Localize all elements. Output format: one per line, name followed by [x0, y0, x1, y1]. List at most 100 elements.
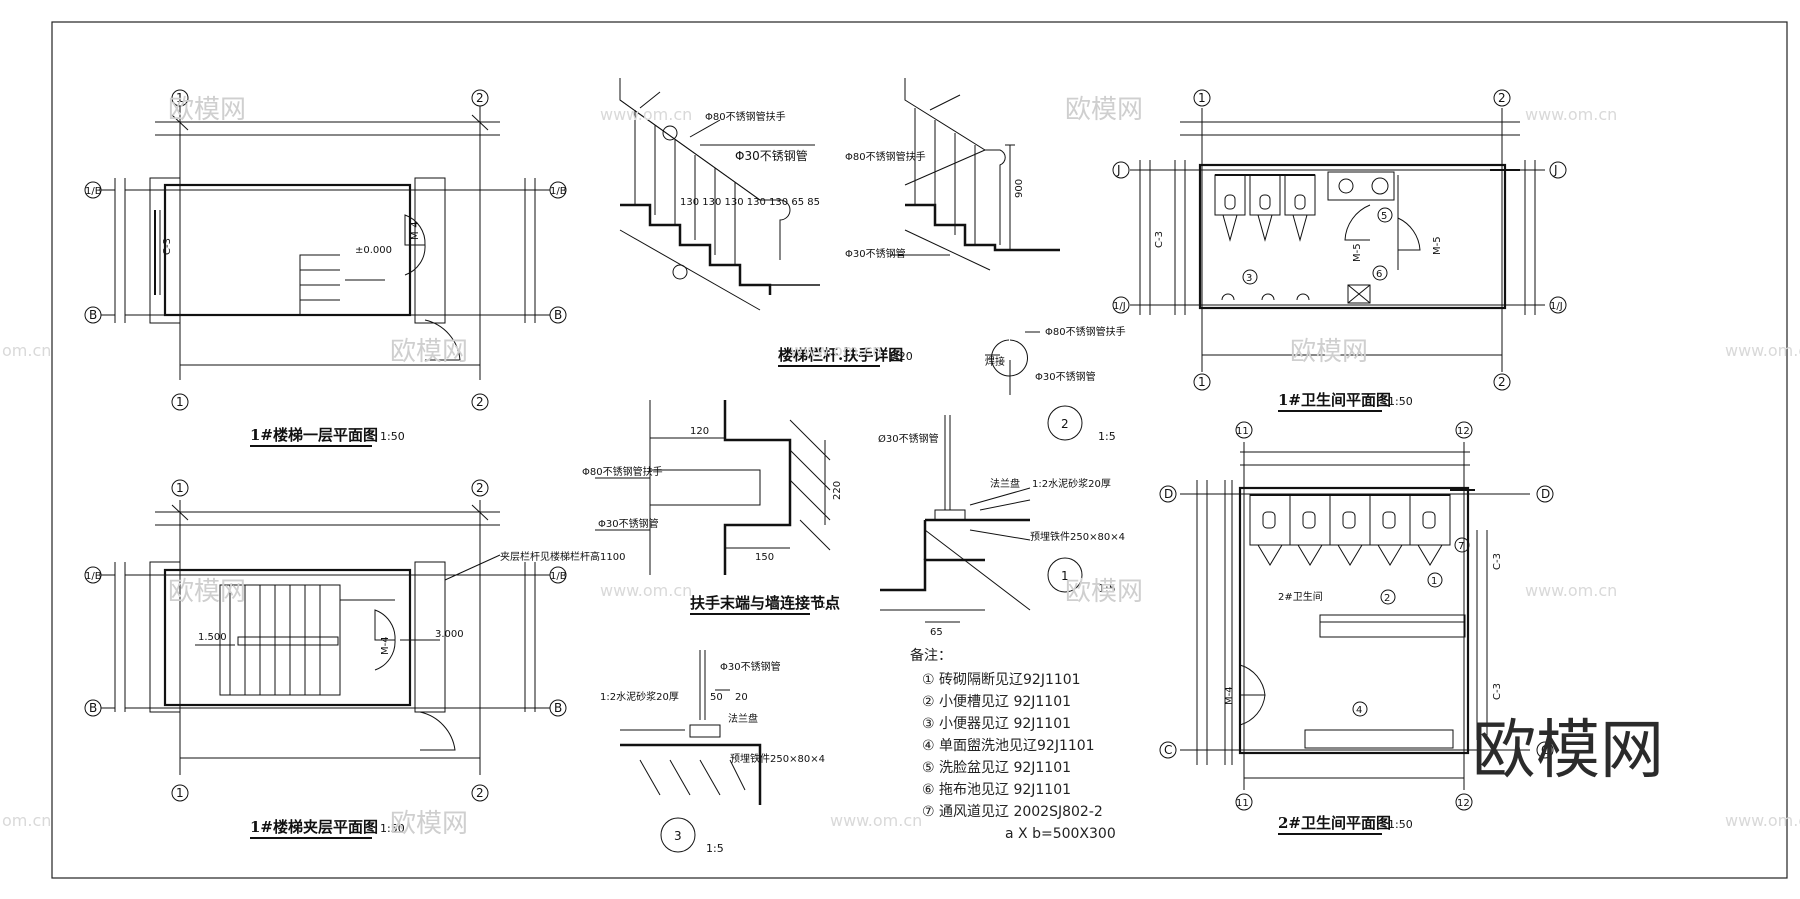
window-c3-ground: C-3	[162, 238, 173, 255]
watermark-cn-4: 欧模网	[390, 809, 468, 839]
dim-150: 150	[755, 552, 774, 563]
axis-2-wc1-bottom: 2	[1498, 375, 1506, 389]
note-2: ② 小便槽见辽 92J1101	[922, 694, 1071, 710]
callout-5-wc1: 5	[1381, 211, 1387, 222]
notes-heading: 备注：	[910, 647, 952, 664]
label-pipe80-section: Φ80不锈钢管扶手	[1045, 325, 1126, 338]
railing-detail-a	[619, 78, 820, 311]
watermark-url-3: www.om.cn	[790, 341, 882, 360]
title-handrail-wall: 扶手末端与墙连接节点	[690, 594, 840, 612]
note-3: ③ 小便器见辽 92J1101	[922, 716, 1071, 732]
axis-1-top: 1	[176, 91, 184, 105]
axis-1j-left: 1/J	[1113, 301, 1126, 312]
axis-1j-right: 1/J	[1550, 301, 1563, 312]
watermark-url-left-1: om.cn	[2, 341, 51, 360]
handrail-wall-node	[595, 400, 831, 575]
label-plate-node3: 预埋铁件250×80×4	[730, 752, 825, 765]
window-c3-wc1: C-3	[1154, 231, 1165, 248]
axis-11-top: 11	[1236, 426, 1249, 437]
watermark-cn-5: 欧模网	[1065, 95, 1143, 125]
watermark-cn-7: 欧模网	[1065, 577, 1143, 607]
axis-12-bottom: 12	[1457, 798, 1470, 809]
label-height-900: 900	[1014, 179, 1025, 198]
node-1-detail	[880, 415, 1083, 623]
title-wc2: 2#卫生间平面图	[1278, 814, 1391, 832]
axis-2-bottom: 2	[476, 395, 484, 409]
axis-2-mezz-top: 2	[476, 481, 484, 495]
wc2-plan	[1159, 421, 1554, 811]
brand-logo-text: 欧模网	[1472, 714, 1664, 788]
label-pipe80-a: Φ80不锈钢管扶手	[705, 110, 786, 123]
axis-1b-right: 1/B	[550, 186, 567, 197]
label-pipe30-a: Φ30不锈钢管	[735, 148, 808, 163]
watermark-url-7: www.om.cn	[1725, 341, 1800, 360]
axis-b-mezz-right: B	[554, 701, 562, 715]
door-m5-b: M-5	[1432, 236, 1443, 255]
notes-block: 备注： ① 砖砌隔断见辽92J1101 ② 小便槽见辽 92J1101 ③ 小便…	[910, 647, 1116, 842]
watermark-url-6: www.om.cn	[830, 811, 922, 830]
note-6: ⑥ 拖布池见辽 92J1101	[922, 782, 1071, 798]
window-c3-wc2-b: C-3	[1492, 683, 1503, 700]
axis-1b-left: 1/B	[85, 186, 102, 197]
callout-2-wc2: 2	[1384, 593, 1390, 604]
axis-1b-mezz-right: 1/B	[550, 571, 567, 582]
callout-1-wc2: 1	[1431, 576, 1437, 587]
label-plate-node1: 预埋铁件250×80×4	[1030, 530, 1125, 543]
axis-j-left: J	[1116, 163, 1121, 177]
axis-d-right: D	[1541, 487, 1550, 501]
label-pipe30-b: Φ30不锈钢管	[845, 247, 906, 260]
label-pipe30-node1: Ø30不锈钢管	[878, 432, 939, 445]
node-3-detail	[620, 650, 762, 853]
label-weld: 焊接	[985, 355, 1005, 368]
scale-node-1: 1:5	[1098, 582, 1116, 595]
sheet-frame	[51, 21, 1788, 879]
door-m5-a: M-5	[1352, 243, 1363, 262]
callout-3-wc1: 3	[1246, 273, 1252, 284]
title-wc1: 1#卫生间平面图	[1278, 391, 1391, 409]
watermark-url-4: www.om.cn	[600, 581, 692, 600]
note-4: ④ 单面盥洗池见辽92J1101	[922, 738, 1095, 754]
label-flange-node3: 法兰盘	[728, 712, 758, 725]
axis-b-right: B	[554, 308, 562, 322]
title-railing-detail: 楼梯栏杆.扶手详图	[778, 346, 903, 364]
door-m4-wc2: M-4	[1224, 686, 1235, 705]
scale-stair-ground: 1:50	[380, 430, 405, 443]
watermark-url-5: www.om.cn	[1525, 581, 1617, 600]
stair-mezz-plan	[84, 479, 567, 802]
axis-b-left: B	[89, 308, 97, 322]
dim-220: 220	[832, 481, 843, 500]
axis-1-mezz-bottom: 1	[176, 786, 184, 800]
scale-handrail-wall: 1:5	[815, 598, 833, 611]
axis-2-mezz-bottom: 2	[476, 786, 484, 800]
scale-node-3: 1:5	[706, 842, 724, 855]
dim-65: 65	[930, 627, 943, 638]
scale-railing-detail: 1:20	[888, 350, 913, 363]
node-1-circle: 1	[1061, 569, 1069, 583]
axis-1-wc1-top: 1	[1198, 91, 1206, 105]
scale-wc1: 1:50	[1388, 395, 1413, 408]
axis-c-left: C	[1164, 743, 1172, 757]
door-m4-ground: M-4	[410, 221, 421, 240]
watermark-cn-6: 欧模网	[1290, 337, 1368, 367]
wc1-plan	[1112, 89, 1567, 391]
node-3-circle: 3	[674, 829, 682, 843]
watermark-url-8: www.om.cn	[1725, 811, 1800, 830]
dim-20: 20	[735, 692, 748, 703]
watermark-url-2: www.om.cn	[1525, 105, 1617, 124]
note-size: a X b=500X300	[1005, 826, 1116, 842]
window-c3-wc2-a: C-3	[1492, 553, 1503, 570]
scale-node-2: 1:5	[1098, 430, 1116, 443]
axis-12-top: 12	[1457, 426, 1470, 437]
scale-wc2: 1:50	[1388, 818, 1413, 831]
mezzanine-railing-note: 夹层栏杆见楼梯栏杆高1100	[500, 550, 625, 563]
callout-6-wc1: 6	[1376, 269, 1382, 280]
label-mortar-node1: 1:2水泥砂浆20厚	[1032, 477, 1111, 490]
callout-7-wc2: 7	[1458, 541, 1464, 552]
note-7: ⑦ 通风道见辽 2002SJ802-2	[922, 804, 1103, 820]
dim-120: 120	[690, 426, 709, 437]
note-1: ① 砖砌隔断见辽92J1101	[922, 672, 1081, 688]
note-5: ⑤ 洗脸盆见辽 92J1101	[922, 760, 1071, 776]
railing-detail-b	[890, 78, 1083, 441]
label-pipe30-section: Φ30不锈钢管	[1035, 370, 1096, 383]
